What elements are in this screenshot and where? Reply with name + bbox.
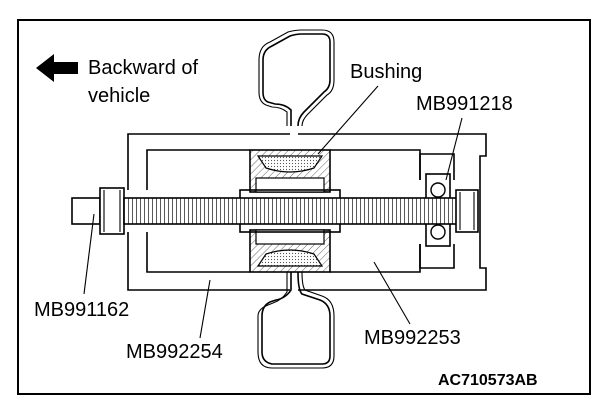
left-cup-tool-label: MB992254: [126, 341, 223, 363]
figure-code: AC710573AB: [438, 372, 538, 389]
direction-label-line1: Backward of: [88, 57, 198, 79]
receiver-cup-right: [298, 133, 487, 291]
bushing-label: Bushing: [350, 61, 422, 83]
bushing: [239, 149, 341, 273]
lower-bracket: [257, 271, 335, 369]
receiver-cup-left: [127, 133, 290, 291]
right-cup-tool-label: MB992253: [364, 327, 461, 349]
backward-arrow-icon: [36, 54, 78, 82]
figure-frame: [17, 19, 591, 395]
upper-bracket: [258, 29, 335, 127]
threaded-bolt: [71, 187, 479, 235]
bearing-tool-label: MB991218: [416, 93, 513, 115]
bolt-tool-label: MB991162: [34, 299, 129, 321]
direction-label-line2: vehicle: [88, 85, 150, 107]
leader-lines: [83, 85, 463, 339]
